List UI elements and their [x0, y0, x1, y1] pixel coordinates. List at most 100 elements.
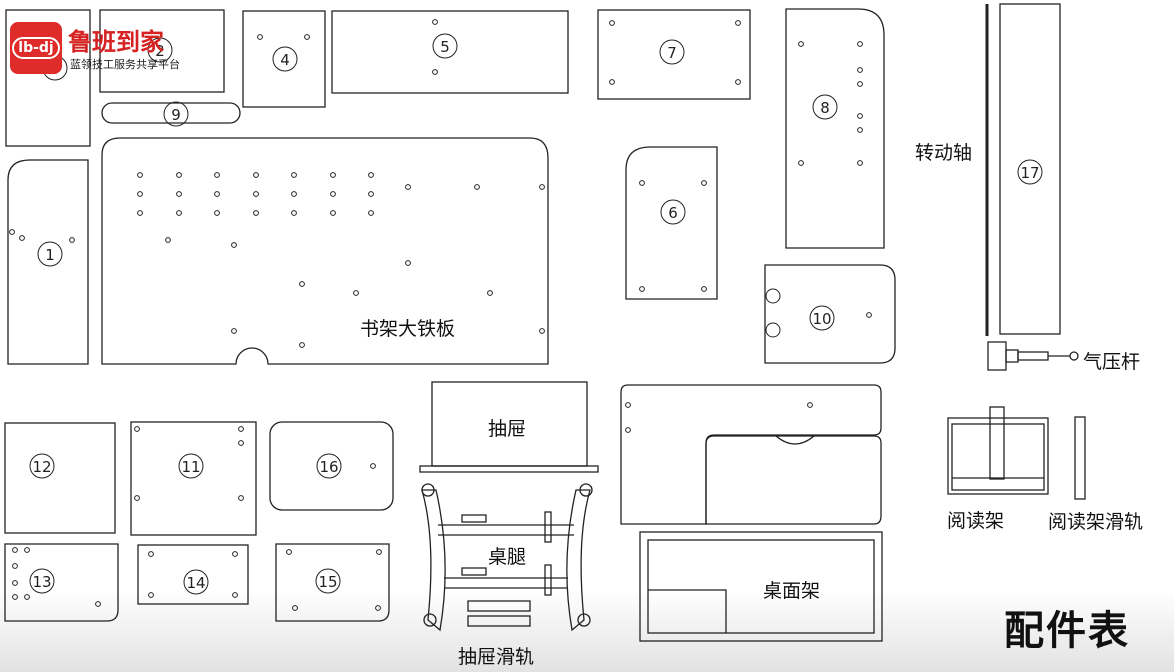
svg-text:1: 1: [45, 246, 55, 264]
label-bookshelf-iron-plate: 书架大铁板: [360, 318, 456, 340]
mounting-hole: [376, 549, 382, 555]
part-16-panel: [269, 421, 394, 511]
parts-list-title: 配件表: [1004, 608, 1130, 654]
svg-text:9: 9: [171, 106, 181, 124]
mounting-hole: [857, 160, 863, 166]
mounting-hole: [857, 67, 863, 73]
mounting-hole: [253, 172, 259, 178]
mounting-hole: [232, 551, 238, 557]
mounting-hole: [798, 160, 804, 166]
mounting-hole: [432, 69, 438, 75]
desk-leg-drawing: [421, 483, 593, 632]
mounting-hole: [238, 440, 244, 446]
mounting-holes: [9, 19, 872, 611]
svg-text:8: 8: [820, 99, 830, 117]
label-reading-stand-slide: 阅读架滑轨: [1048, 511, 1144, 533]
logo-badge-text: lb-dj: [12, 37, 60, 59]
mounting-hole: [857, 127, 863, 133]
mounting-hole: [474, 184, 480, 190]
mounting-hole: [857, 113, 863, 119]
mounting-hole: [291, 172, 297, 178]
part-number-17: 17: [1017, 159, 1043, 185]
mounting-hole: [12, 580, 18, 586]
svg-text:11: 11: [181, 458, 200, 476]
mounting-hole: [609, 79, 615, 85]
part-number-12: 12: [29, 453, 55, 479]
mounting-hole: [625, 402, 631, 408]
mounting-hole: [176, 191, 182, 197]
part-number-10: 10: [809, 305, 835, 331]
mounting-hole: [368, 172, 374, 178]
mounting-hole: [625, 427, 631, 433]
svg-text:5: 5: [440, 38, 450, 56]
reading-stand-drawing: [947, 406, 1049, 495]
mounting-hole: [238, 426, 244, 432]
part-15-panel: [275, 543, 390, 622]
part-14-panel: [137, 544, 249, 605]
svg-text:2: 2: [155, 42, 165, 60]
mounting-hole: [24, 594, 30, 600]
mounting-hole: [214, 191, 220, 197]
mounting-hole: [304, 34, 310, 40]
mounting-hole: [253, 210, 259, 216]
mounting-hole: [487, 290, 493, 296]
label-drawer-slide: 抽屉滑轨: [458, 646, 535, 668]
mounting-hole: [19, 235, 25, 241]
brand-tagline: 蓝领技工服务共享平台: [70, 58, 180, 71]
gas-strut-drawing: [987, 341, 1079, 371]
mounting-hole: [137, 191, 143, 197]
part-number-15: 15: [315, 568, 341, 594]
floor-shade: [0, 590, 1174, 672]
mounting-hole: [9, 229, 15, 235]
brand-name: 鲁班到家: [68, 28, 164, 56]
large-mounting-hole: [765, 288, 781, 304]
svg-text:10: 10: [812, 310, 831, 328]
mounting-hole: [857, 81, 863, 87]
mounting-hole: [148, 592, 154, 598]
part-number-2: 2: [147, 37, 173, 63]
mounting-hole: [134, 495, 140, 501]
part-number-14: 14: [183, 569, 209, 595]
desktop-frame-drawing: [639, 531, 883, 642]
mounting-hole: [95, 601, 101, 607]
svg-text:16: 16: [319, 458, 338, 476]
mounting-hole: [405, 184, 411, 190]
part-4-panel: [242, 10, 326, 108]
mounting-hole: [330, 210, 336, 216]
part-12-panel: [4, 422, 116, 534]
mounting-hole: [735, 20, 741, 26]
mounting-hole: [353, 290, 359, 296]
mounting-hole: [539, 328, 545, 334]
mounting-hole: [375, 605, 381, 611]
mounting-hole: [330, 172, 336, 178]
part-7-panel: [597, 9, 751, 100]
mounting-hole: [807, 402, 813, 408]
mounting-hole: [232, 592, 238, 598]
large-mounting-hole: [765, 322, 781, 338]
part-number-1: 1: [37, 241, 63, 267]
part-number-6: 6: [660, 199, 686, 225]
label-gas-strut: 气压杆: [1083, 351, 1141, 373]
label-rotating-shaft: 转动轴: [915, 142, 973, 164]
svg-text:4: 4: [280, 51, 290, 69]
mounting-hole: [405, 260, 411, 266]
mounting-hole: [176, 172, 182, 178]
svg-text:12: 12: [32, 458, 51, 476]
mounting-hole: [286, 549, 292, 555]
mounting-hole: [137, 172, 143, 178]
mounting-hole: [137, 210, 143, 216]
mounting-hole: [299, 281, 305, 287]
part-number-13: 13: [29, 568, 55, 594]
mounting-hole: [165, 237, 171, 243]
label-desktop-frame: 桌面架: [763, 580, 821, 602]
mounting-hole: [639, 286, 645, 292]
mounting-hole: [238, 495, 244, 501]
svg-text:17: 17: [1020, 164, 1039, 182]
mounting-hole: [798, 41, 804, 47]
svg-text:14: 14: [186, 574, 205, 592]
mounting-hole: [12, 547, 18, 553]
mounting-hole: [291, 210, 297, 216]
mounting-hole: [69, 237, 75, 243]
mounting-hole: [299, 342, 305, 348]
